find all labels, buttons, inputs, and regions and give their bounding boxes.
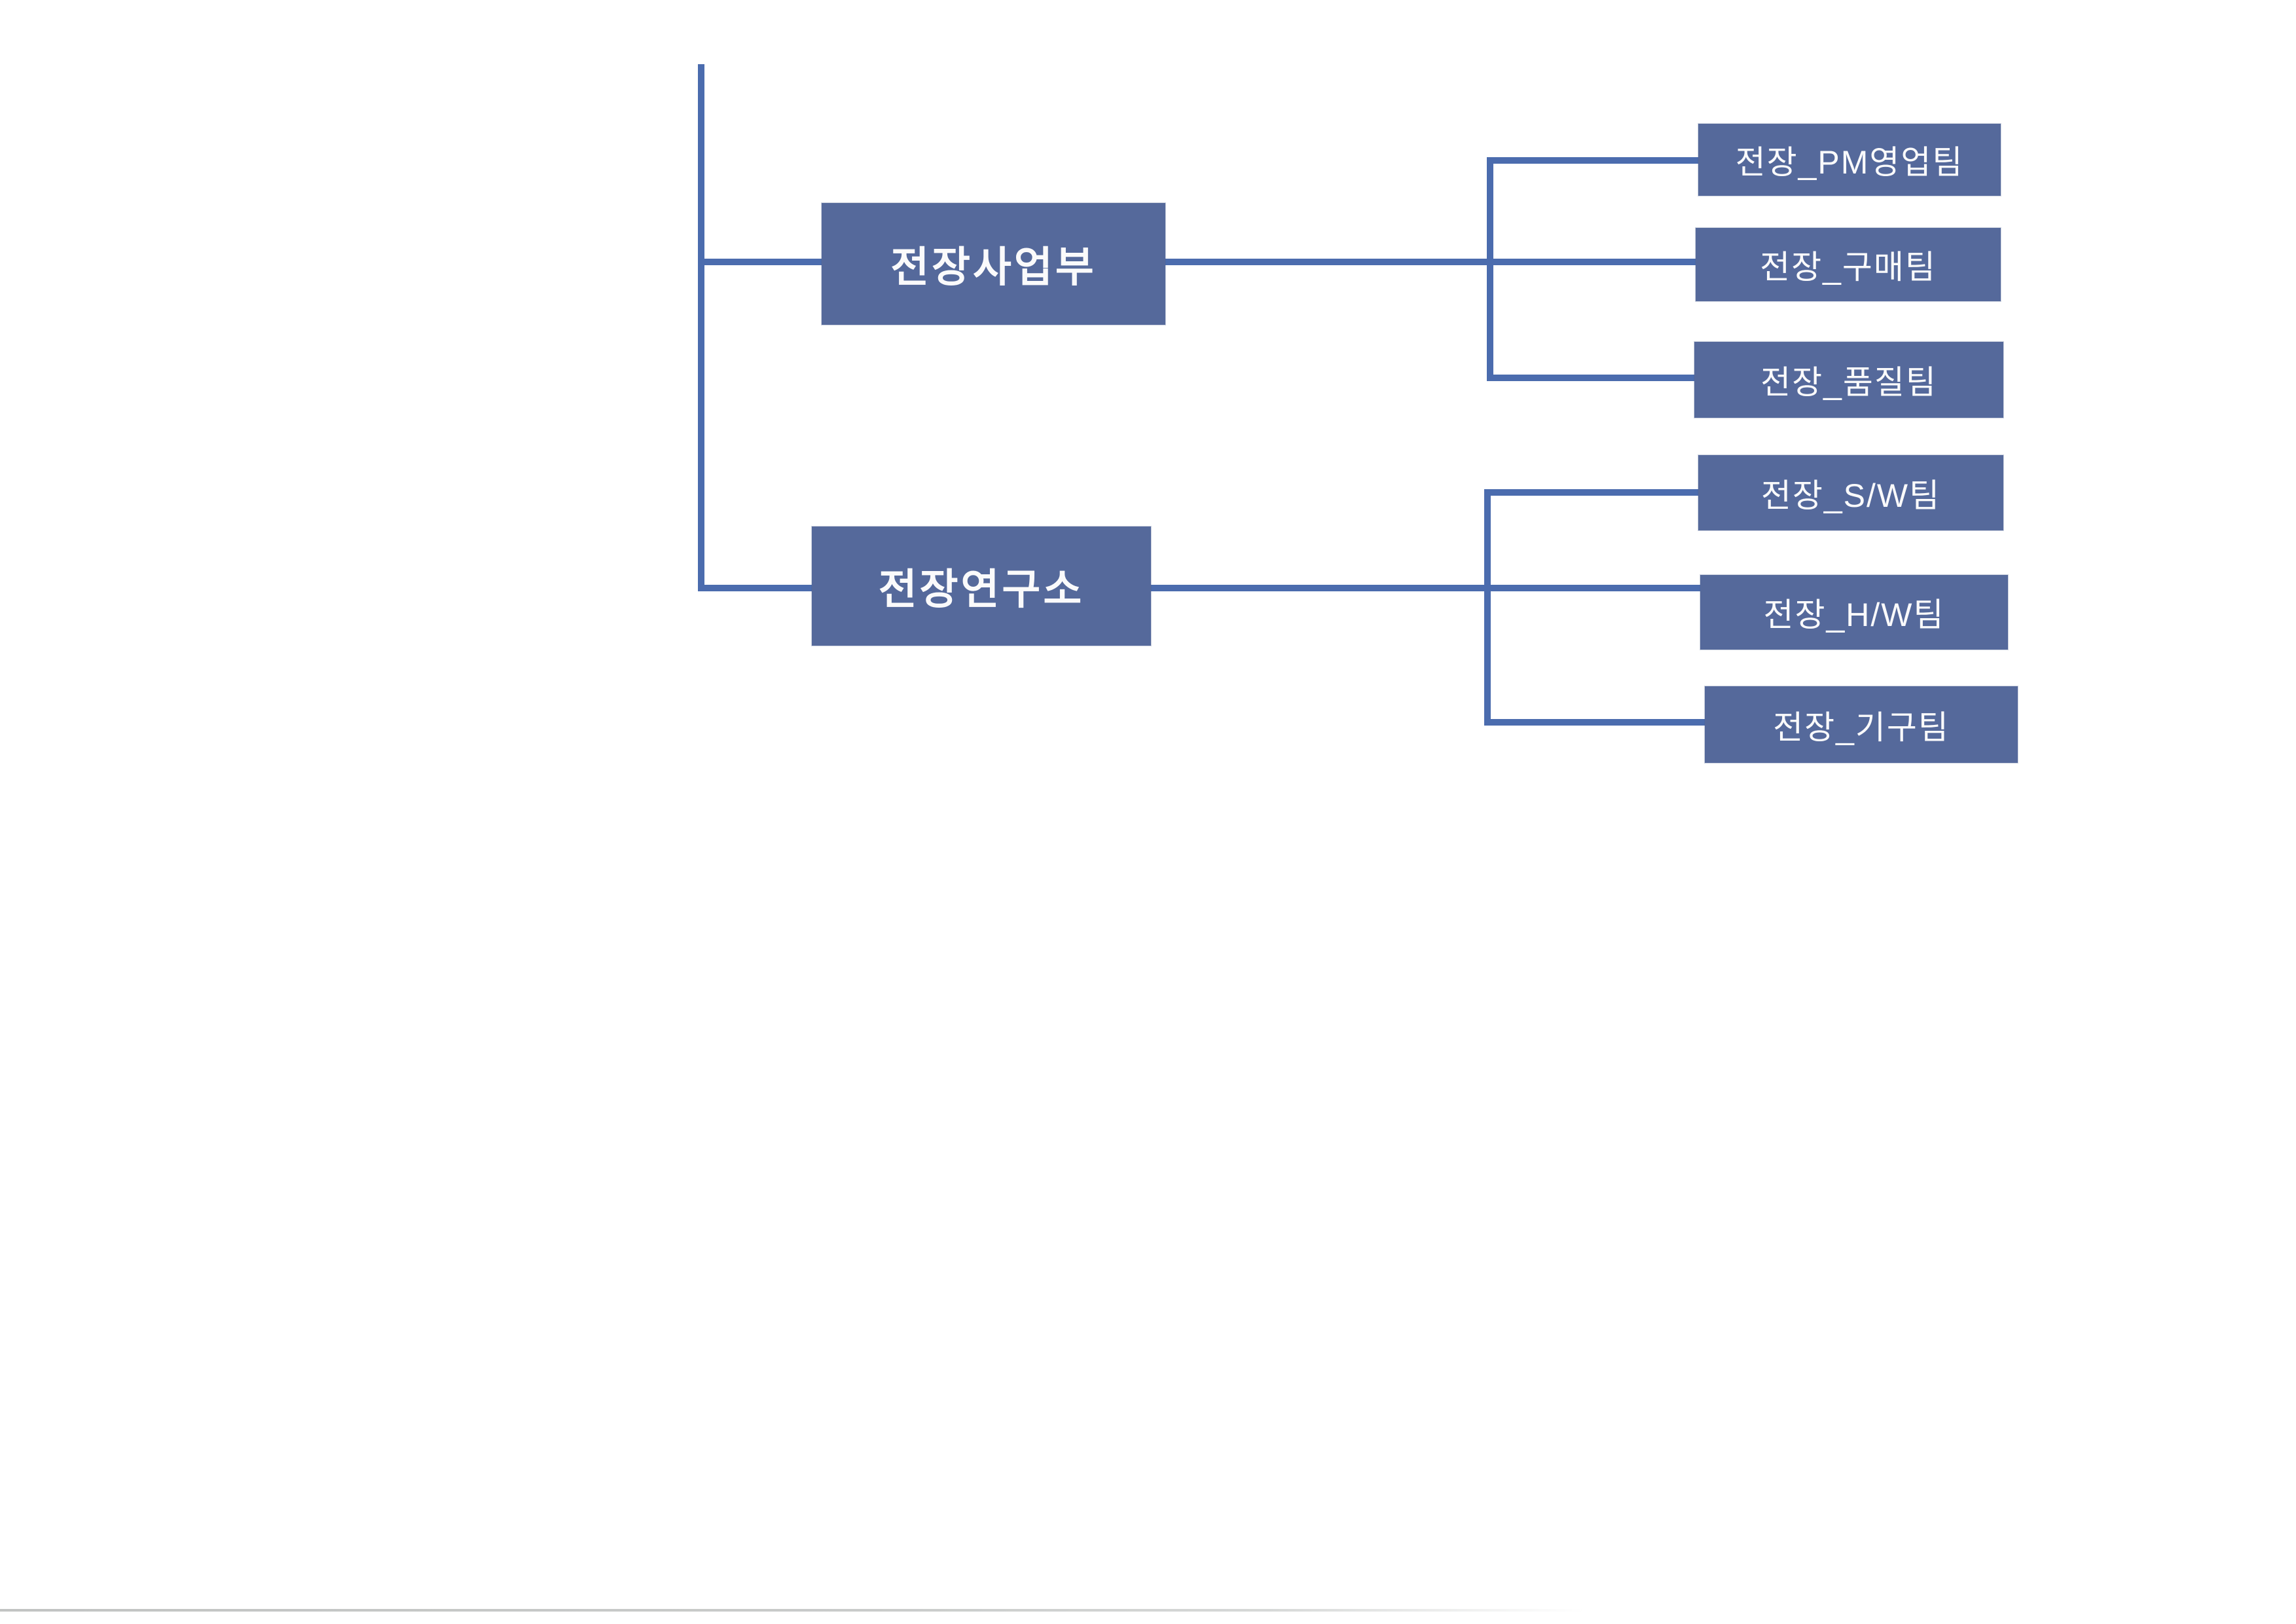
- dept-box-business-division: 전장사업부: [822, 203, 1165, 325]
- team-label-purchasing: 전장_구매팀: [1760, 249, 1937, 286]
- team-label-quality: 전장_품질팀: [1760, 364, 1937, 401]
- group1-vertical-connector: [1487, 157, 1493, 381]
- team-label-pm-sales: 전장_PM영업팀: [1735, 144, 1964, 181]
- branch-line-group1: [698, 259, 1700, 265]
- team-box-mechanism: 전장_기구팀: [1705, 686, 2018, 763]
- team-box-purchasing: 전장_구매팀: [1696, 228, 2001, 301]
- dept-label-research-institute: 전장연구소: [878, 566, 1085, 613]
- group2-child1-stub: [1484, 489, 1702, 496]
- dept-label-business-division: 전장사업부: [890, 244, 1097, 291]
- team-label-software: 전장_S/W팀: [1760, 477, 1941, 514]
- team-label-mechanism: 전장_기구팀: [1773, 709, 1950, 746]
- scan-artifact-line: [0, 1609, 1584, 1612]
- team-box-quality: 전장_품질팀: [1694, 342, 2003, 418]
- team-box-hardware: 전장_H/W팀: [1700, 575, 2008, 650]
- trunk-connector-line: [698, 64, 704, 591]
- group2-child3-stub: [1484, 719, 1708, 726]
- dept-box-research-institute: 전장연구소: [812, 526, 1151, 646]
- team-box-pm-sales: 전장_PM영업팀: [1698, 124, 2001, 196]
- team-box-software: 전장_S/W팀: [1698, 455, 2003, 530]
- branch-line-group2: [698, 585, 1704, 591]
- team-label-hardware: 전장_H/W팀: [1763, 597, 1945, 633]
- group1-child1-stub: [1487, 157, 1703, 164]
- group1-child3-stub: [1487, 375, 1699, 381]
- group2-vertical-connector: [1484, 489, 1491, 726]
